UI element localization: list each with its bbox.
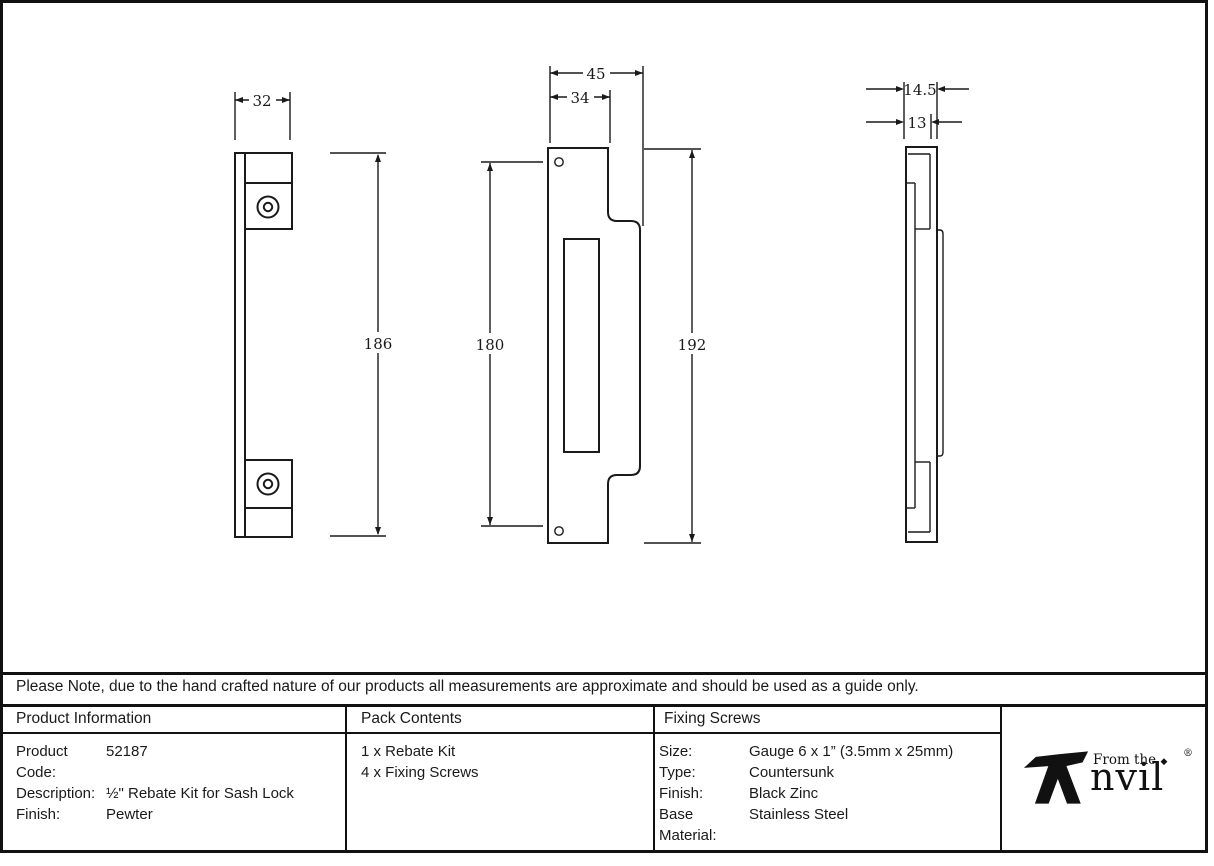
logo-small-text: From the ◆ [1093, 752, 1167, 768]
table-header-border [3, 732, 1000, 734]
dim-14-5-label: 14.5 [903, 81, 936, 99]
front-view-outline [547, 147, 641, 544]
screw-hole-bottom-inner [262, 478, 274, 490]
fixing-screws-cell: Size: Gauge 6 x 1” (3.5mm x 25mm) Type: … [659, 741, 994, 846]
dim-192-label: 192 [678, 336, 707, 354]
plate-hole-bottom [554, 526, 564, 536]
side-view: 14.5 13 [866, 81, 969, 543]
description-value: ½" Rebate Kit for Sash Lock [106, 785, 294, 802]
table-divider-1 [345, 707, 347, 850]
product-code-label: Product Code: [16, 743, 68, 781]
front-view: 45 34 180 [473, 64, 709, 544]
note-row-top-border [0, 672, 1208, 675]
pack-contents-cell: 1 x Rebate Kit 4 x Fixing Screws [361, 741, 641, 783]
table-row: Type: Countersunk [659, 762, 994, 783]
dim-45: 45 [549, 64, 644, 226]
finish-label: Finish: [16, 806, 61, 823]
type-label: Type: [659, 764, 696, 781]
side-view-inner-edges [906, 153, 931, 533]
dim-34: 34 [550, 88, 611, 143]
header-pack-contents: Pack Contents [361, 710, 462, 727]
plate-hole-top [554, 157, 564, 167]
screw-hole-bottom-outer [256, 472, 280, 496]
base-material-label: Base Material: [659, 806, 717, 844]
dim-45-label: 45 [586, 65, 605, 83]
table-row: Description: ½" Rebate Kit for Sash Lock [16, 783, 336, 804]
left-view-outline [234, 152, 293, 538]
table-row: Product Code: 52187 [16, 741, 336, 783]
table-row: Base Material: Stainless Steel [659, 804, 994, 846]
product-information-cell: Product Code: 52187 Description: ½" Reba… [16, 741, 336, 825]
description-label: Description: [16, 785, 96, 802]
latch-slot [563, 238, 600, 453]
header-product-information: Product Information [16, 710, 152, 727]
dim-192: 192 [644, 148, 709, 544]
table-row: Size: Gauge 6 x 1” (3.5mm x 25mm) [659, 741, 994, 762]
dim-180-label: 180 [476, 336, 505, 354]
finish-value: Pewter [106, 806, 153, 823]
table-row: Finish: Black Zinc [659, 783, 994, 804]
side-view-outline [905, 146, 938, 543]
table-row: Finish: Pewter [16, 804, 336, 825]
base-material-value: Stainless Steel [749, 806, 849, 823]
note-text: Please Note, due to the hand crafted nat… [16, 678, 919, 695]
type-value: Countersunk [749, 764, 835, 781]
logo-main-text: nvil [1090, 755, 1165, 799]
technical-drawing: 32 186 [234, 64, 969, 544]
table-divider-3 [1000, 707, 1002, 850]
from-the-anvil-logo: From the ◆ nvil ® [1023, 742, 1203, 822]
dim-180: 180 [473, 161, 543, 527]
registered-trademark-icon: ® [1183, 748, 1193, 759]
dim-186-label: 186 [364, 335, 393, 353]
dim-13-label: 13 [907, 114, 926, 132]
diamond-icon: ◆ [1160, 757, 1168, 767]
dim-32: 32 [234, 91, 291, 140]
left-view: 32 186 [234, 91, 395, 538]
screw-finish-label: Finish: [659, 785, 704, 802]
logo-from-the: From the [1093, 752, 1157, 768]
side-view-tab [937, 229, 944, 457]
screw-hole-top-outer [256, 195, 280, 219]
dim-186: 186 [330, 152, 395, 537]
header-fixing-screws: Fixing Screws [664, 710, 761, 727]
pack-contents-item: 1 x Rebate Kit [361, 743, 456, 760]
dim-32-label: 32 [252, 92, 271, 110]
product-code-value: 52187 [106, 743, 148, 760]
table-top-border [0, 704, 1208, 707]
size-label: Size: [659, 743, 693, 760]
pack-contents-item: 4 x Fixing Screws [361, 764, 479, 781]
screw-hole-top-inner [262, 201, 274, 213]
table-divider-2 [653, 707, 655, 850]
dim-14-5: 14.5 [866, 81, 969, 139]
dim-34-label: 34 [570, 89, 589, 107]
anvil-icon [1023, 751, 1089, 804]
size-value: Gauge 6 x 1” (3.5mm x 25mm) [749, 743, 954, 760]
screw-finish-value: Black Zinc [749, 785, 819, 802]
dim-13: 13 [866, 114, 962, 139]
